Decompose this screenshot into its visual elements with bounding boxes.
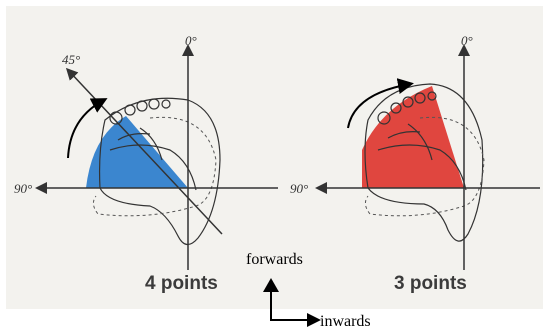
right-rotation-arrow <box>347 78 414 129</box>
right-foot-outline <box>364 83 484 242</box>
left-axis-45 <box>65 67 223 235</box>
left-panel: 0° 90° 45° 4 points <box>14 33 278 294</box>
right-panel: 0° 90° 3 points <box>290 33 540 294</box>
right-rotation-sector <box>362 86 464 188</box>
right-angle-90-label: 90° <box>290 181 308 196</box>
left-angle-45-label: 45° <box>62 52 80 67</box>
forwards-arrowhead <box>263 278 279 292</box>
direction-key-arrow <box>270 306 312 321</box>
forwards-label: forwards <box>246 251 303 268</box>
right-angle-0-label: 0° <box>461 33 473 48</box>
left-score-label: 4 points <box>145 273 218 294</box>
direction-key: forwards inwards <box>246 251 371 330</box>
right-score-label: 3 points <box>394 273 467 294</box>
left-angle-90-label: 90° <box>14 181 32 196</box>
left-angle-0-label: 0° <box>185 33 197 48</box>
left-rotation-arrow <box>67 98 108 159</box>
inwards-label: inwards <box>320 313 371 330</box>
inwards-arrowhead <box>307 313 321 327</box>
